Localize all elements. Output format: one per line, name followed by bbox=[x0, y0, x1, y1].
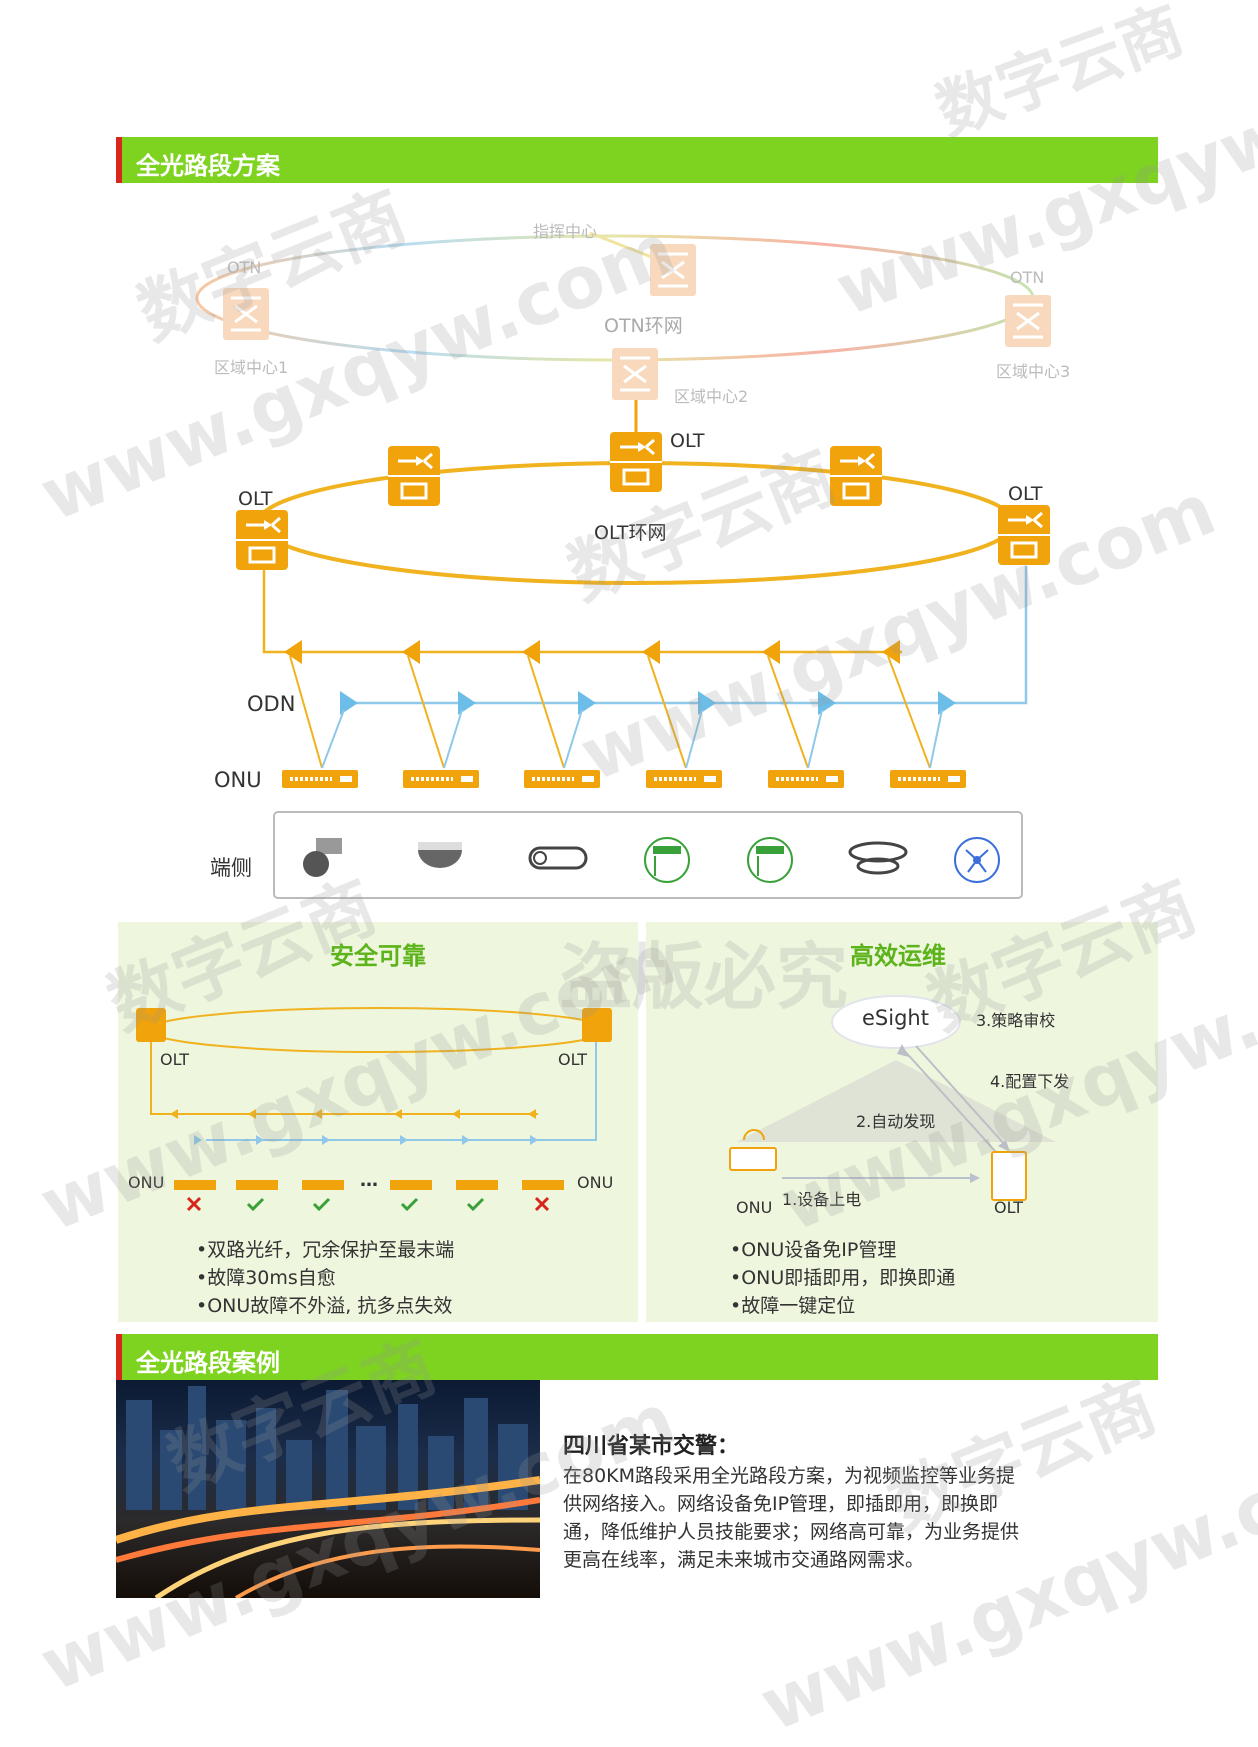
left-label-onu-right: ONU bbox=[577, 1173, 614, 1192]
section-title: 全光路段方案 bbox=[136, 152, 280, 180]
label-odn: ODN bbox=[247, 692, 296, 716]
olt-node-right bbox=[996, 503, 1052, 567]
reliability-bullets: •双路光纤，冗余保护至最末端 •故障30ms自愈 •ONU故障不外溢, 抗多点失… bbox=[196, 1236, 454, 1320]
label-otn-right: OTN bbox=[1010, 268, 1045, 287]
left-label-olt-left: OLT bbox=[160, 1050, 190, 1069]
label-region3: 区域中心3 bbox=[996, 362, 1071, 381]
label-olt-top: OLT bbox=[670, 430, 705, 452]
label-otn-ring: OTN环网 bbox=[604, 315, 683, 337]
otn-node-region1 bbox=[221, 286, 271, 342]
bullet-camera-icon bbox=[528, 846, 588, 870]
city-night-photo bbox=[116, 1380, 540, 1598]
reliability-bullet: •故障30ms自愈 bbox=[196, 1267, 336, 1289]
label-olt-left: OLT bbox=[238, 488, 273, 510]
onu-router-icon bbox=[729, 1147, 777, 1171]
network-hub-icon bbox=[954, 837, 1000, 883]
panel-title-operations: 高效运维 bbox=[850, 942, 946, 970]
panel-reliability bbox=[118, 922, 638, 1322]
operations-diagram bbox=[729, 995, 1056, 1201]
right-label-onu: ONU bbox=[736, 1198, 773, 1217]
left-label-olt-right: OLT bbox=[558, 1050, 588, 1069]
right-label-olt: OLT bbox=[994, 1198, 1024, 1217]
case-body: 在80KM路段采用全光路段方案，为视频监控等业务提供网络接入。网络设备免IP管理… bbox=[563, 1465, 1020, 1571]
step2-label: 2.自动发现 bbox=[856, 1112, 936, 1131]
olt-device-icon bbox=[991, 1151, 1027, 1201]
esight-cloud bbox=[831, 995, 961, 1049]
label-region2: 区域中心2 bbox=[674, 387, 749, 406]
terminal-icon-a bbox=[644, 837, 690, 883]
label-olt-right: OLT bbox=[1008, 483, 1043, 505]
ok-mark bbox=[246, 1197, 485, 1212]
otn-node-command bbox=[648, 242, 698, 298]
reliability-diagram bbox=[136, 1007, 612, 1212]
otn-node-region3 bbox=[1003, 293, 1053, 349]
terminal-icon-b bbox=[747, 837, 793, 883]
olt-node-a bbox=[386, 444, 442, 508]
smoke-detector-icon bbox=[848, 841, 908, 875]
operations-bullet: •ONU设备免IP管理 bbox=[730, 1239, 897, 1261]
operations-bullet: •ONU即插即用，即换即通 bbox=[730, 1267, 956, 1289]
operations-bullet: •故障一键定位 bbox=[730, 1295, 856, 1317]
header-accent bbox=[116, 137, 122, 183]
fail-mark-right bbox=[534, 1196, 550, 1212]
step1-label: 1.设备上电 bbox=[782, 1190, 862, 1209]
city-skyline-graphic bbox=[116, 1386, 540, 1598]
reliability-bullet: •双路光纤，冗余保护至最末端 bbox=[196, 1239, 455, 1261]
panel-title-reliability: 安全可靠 bbox=[330, 942, 426, 970]
label-olt-ring: OLT环网 bbox=[594, 522, 667, 544]
otn-ring bbox=[195, 234, 1035, 362]
section-header-case: 全光路段案例 bbox=[116, 1334, 1158, 1380]
label-terminal: 端侧 bbox=[210, 856, 252, 880]
label-onu: ONU bbox=[214, 768, 262, 792]
fail-mark-left bbox=[186, 1196, 202, 1212]
dome-camera-icon bbox=[418, 842, 462, 868]
section-title: 全光路段案例 bbox=[136, 1349, 280, 1377]
header-accent bbox=[116, 1334, 122, 1380]
olt-node-b bbox=[828, 444, 884, 508]
label-region1: 区域中心1 bbox=[214, 358, 289, 377]
label-command-center: 指挥中心 bbox=[533, 222, 598, 241]
ptz-camera-icon bbox=[303, 838, 342, 877]
operations-bullets: •ONU设备免IP管理 •ONU即插即用，即换即通 •故障一键定位 bbox=[730, 1236, 955, 1320]
esight-label: eSight bbox=[862, 1006, 929, 1030]
case-title: 四川省某市交警： bbox=[563, 1434, 740, 1459]
otn-node-region2 bbox=[610, 346, 660, 402]
step3-label: 3.策略审校 bbox=[976, 1011, 1056, 1030]
reliability-bullet: •ONU故障不外溢, 抗多点失效 bbox=[196, 1295, 453, 1317]
step4-label: 4.配置下发 bbox=[990, 1072, 1070, 1091]
olt-node-top bbox=[608, 430, 664, 494]
onu-devices bbox=[280, 768, 968, 790]
section-header-solution: 全光路段方案 bbox=[116, 137, 1158, 183]
left-label-ellipsis: … bbox=[360, 1170, 378, 1191]
topology-diagram bbox=[195, 231, 1053, 899]
olt-node-left bbox=[234, 508, 290, 572]
label-otn-left: OTN bbox=[227, 258, 262, 277]
left-label-onu-left: ONU bbox=[128, 1173, 165, 1192]
